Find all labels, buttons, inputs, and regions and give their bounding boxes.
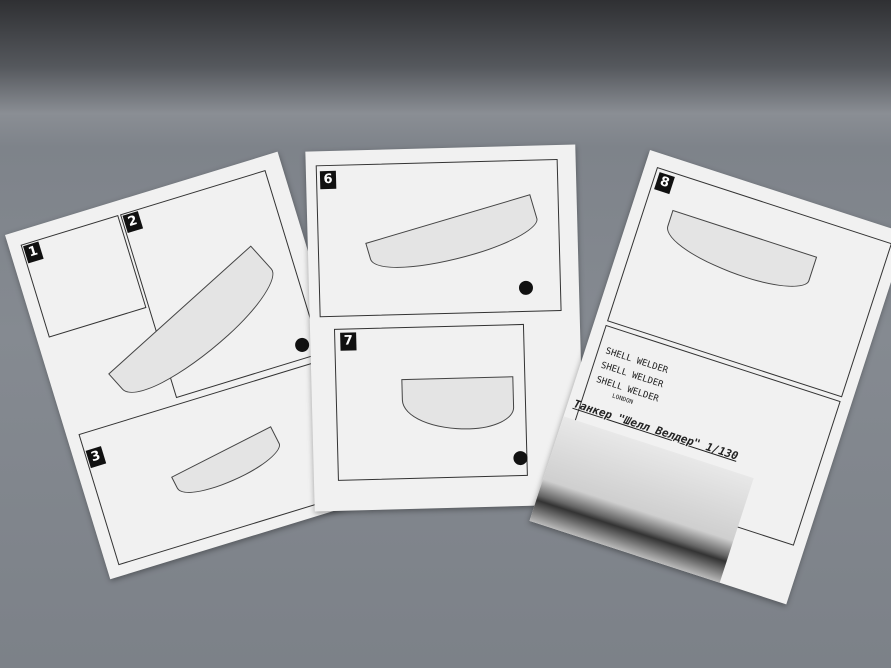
instruction-sheet-middle: 6 7	[305, 144, 585, 512]
step-number: 6	[319, 170, 337, 190]
step-number: 7	[340, 332, 357, 351]
instruction-sheet-right: 8 SHELL WELDER SHELL WELDER SHELL WELDER…	[529, 150, 891, 605]
